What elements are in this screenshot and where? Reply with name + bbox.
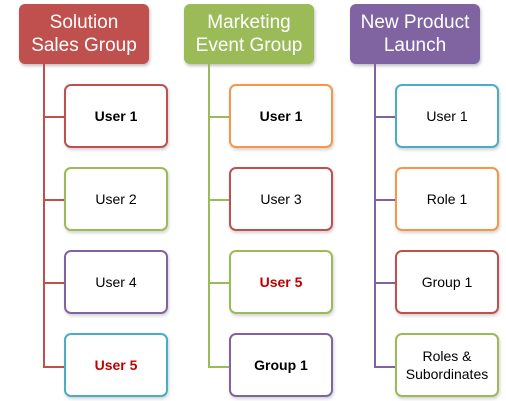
group-header-solution-sales-group: Solution Sales Group: [19, 4, 149, 64]
member-node: User 3: [229, 167, 333, 231]
connector-branch: [374, 116, 396, 118]
connector-branch: [374, 282, 396, 284]
column-new-product-launch: New Product Launch User 1 Role 1 Group 1…: [350, 0, 506, 401]
member-node: User 1: [64, 84, 168, 148]
connector-branch: [43, 282, 65, 284]
member-node: User 1: [395, 84, 499, 148]
member-node: User 2: [64, 167, 168, 231]
group-header-new-product-launch: New Product Launch: [350, 4, 480, 64]
member-node: User 5: [229, 250, 333, 314]
connector-trunk: [374, 64, 376, 367]
connector-branch: [208, 116, 230, 118]
connector-branch: [43, 366, 65, 368]
column-marketing-event-group: Marketing Event Group User 1 User 3 User…: [184, 0, 344, 401]
member-node: User 1: [229, 84, 333, 148]
connector-trunk: [43, 64, 45, 367]
member-node: Group 1: [229, 333, 333, 397]
connector-branch: [208, 366, 230, 368]
member-node: Roles & Subordinates: [395, 333, 499, 397]
connector-branch: [374, 199, 396, 201]
group-header-marketing-event-group: Marketing Event Group: [184, 4, 314, 64]
member-node: Role 1: [395, 167, 499, 231]
column-solution-sales-group: Solution Sales Group User 1 User 2 User …: [19, 0, 179, 401]
member-node: Group 1: [395, 250, 499, 314]
connector-branch: [43, 199, 65, 201]
connector-trunk: [208, 64, 210, 367]
connector-branch: [208, 199, 230, 201]
connector-branch: [208, 282, 230, 284]
connector-branch: [374, 366, 396, 368]
connector-branch: [43, 116, 65, 118]
member-node: User 4: [64, 250, 168, 314]
member-node: User 5: [64, 333, 168, 397]
